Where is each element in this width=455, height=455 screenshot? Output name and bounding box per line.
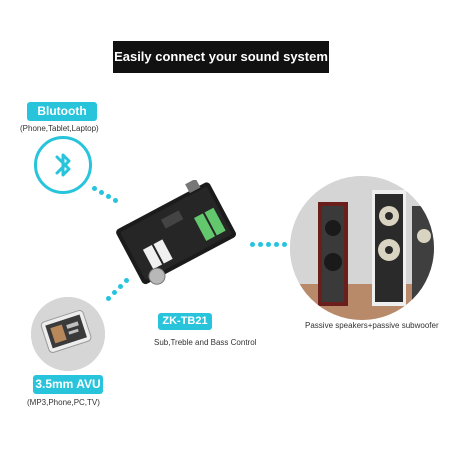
phone-image	[31, 297, 105, 371]
banner-title: Easily connect your sound system	[113, 41, 329, 73]
connector-dot	[250, 242, 255, 247]
speakers-image	[290, 176, 434, 320]
speakers-caption: Passive speakers+passive subwoofer	[305, 321, 439, 330]
connector-dot	[92, 186, 97, 191]
amplifier-board-image	[112, 178, 242, 290]
bluetooth-devices: (Phone,Tablet,Laptop)	[20, 124, 99, 133]
bluetooth-icon	[34, 136, 92, 194]
connector-dot	[118, 284, 123, 289]
connector-dot	[112, 290, 117, 295]
connector-dot	[124, 278, 129, 283]
connector-dot	[274, 242, 279, 247]
avu-devices: (MP3,Phone,PC,TV)	[27, 398, 100, 407]
connector-dot	[106, 296, 111, 301]
board-model-label: ZK-TB21	[158, 313, 212, 330]
connector-dot	[113, 198, 118, 203]
avu-label: 3.5mm AVU	[33, 375, 103, 394]
connector-dot	[266, 242, 271, 247]
connector-dot	[258, 242, 263, 247]
connector-dot	[99, 190, 104, 195]
bluetooth-label: Blutooth	[27, 102, 97, 121]
connector-dot	[282, 242, 287, 247]
connector-dot	[106, 194, 111, 199]
board-description: Sub,Treble and Bass Control	[154, 338, 257, 347]
